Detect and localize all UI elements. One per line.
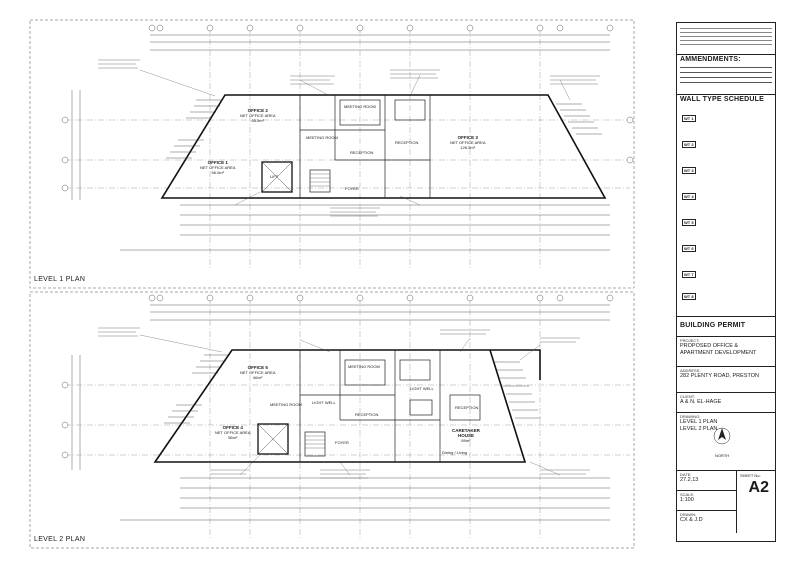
drawing-section: DRAWING: LEVEL 1 PLAN LEVEL 2 PLAN NORTH bbox=[677, 413, 775, 471]
drawing-name-2: LEVEL 2 PLAN bbox=[680, 426, 718, 432]
wall-schedule-heading: WALL TYPE SCHEDULE bbox=[680, 96, 764, 103]
north-arrow-icon bbox=[713, 427, 731, 445]
level-2-interior bbox=[257, 350, 481, 462]
foyer-label: FOYER bbox=[345, 186, 359, 191]
dining-living-label: Dining / Living bbox=[442, 450, 468, 455]
foyer-l2-label: FOYER bbox=[335, 440, 349, 445]
lift-label: LIFT bbox=[270, 174, 279, 179]
sheet-number: A2 bbox=[748, 479, 769, 496]
client-value: A & N. EL-HAGE bbox=[680, 399, 722, 405]
level-2-walls bbox=[153, 349, 541, 463]
light-well-label: LIGHT WELL bbox=[312, 400, 336, 405]
client-section: CLIENT: A & N. EL-HAGE bbox=[677, 393, 775, 413]
wall-type-tag: WT 6 bbox=[682, 245, 696, 252]
amendments-section: AMMENDMENTS: bbox=[677, 55, 775, 95]
level-1-gridlines bbox=[65, 28, 630, 270]
address-value: 282 PLENTY ROAD, PRESTON bbox=[680, 373, 759, 379]
level-1-leaders bbox=[139, 69, 571, 206]
meeting-room-l2-2-label: MEETING ROOM bbox=[348, 364, 380, 369]
wall-type-tag: WT 3 bbox=[682, 167, 696, 174]
wall-type-tag: WT 8 bbox=[682, 293, 696, 300]
drawn-value: CX & J.D bbox=[680, 517, 703, 523]
level-1-hatching bbox=[166, 99, 602, 159]
reception-l2-label: RECEPTION bbox=[355, 412, 379, 417]
wall-type-tag: WT 2 bbox=[682, 141, 696, 148]
annotation-lines bbox=[98, 59, 600, 479]
level-1-plan-title: LEVEL 1 PLAN bbox=[34, 276, 86, 283]
level-1-grid-bubbles bbox=[61, 24, 634, 192]
level-2-frame bbox=[29, 291, 635, 549]
sheet-info-section: DATE: 27.2.13 SCALE: 1:100 DRAWN: CX & J… bbox=[677, 471, 775, 533]
title-block: AMMENDMENTS: WALL TYPE SCHEDULE WT 1 WT … bbox=[676, 22, 776, 542]
light-well-2-label: LIGHT WELL bbox=[410, 386, 434, 391]
date-value: 27.2.13 bbox=[680, 477, 699, 483]
level-2-dimensions bbox=[71, 304, 610, 521]
reception-l2-2-label: RECEPTION bbox=[455, 405, 479, 410]
project-section: PROJECT: PROPOSED OFFICE & APARTMENT DEV… bbox=[677, 337, 775, 367]
wall-type-tag: WT 7 bbox=[682, 271, 696, 278]
meeting-room-label: MEETING ROOM bbox=[306, 135, 338, 140]
level-2-leaders bbox=[139, 334, 561, 476]
level-1-interior bbox=[261, 95, 431, 198]
level-2-gridlines bbox=[65, 298, 630, 540]
level-2-plan-title: LEVEL 2 PLAN bbox=[34, 536, 86, 543]
level-1-dimensions bbox=[71, 34, 610, 251]
reception-label: RECEPTION bbox=[350, 150, 374, 155]
wall-type-tag: WT 4 bbox=[682, 193, 696, 200]
general-notes bbox=[677, 23, 775, 55]
address-section: ADDRESS: 282 PLENTY ROAD, PRESTON bbox=[677, 367, 775, 393]
project-name: PROPOSED OFFICE & APARTMENT DEVELOPMENT bbox=[680, 343, 757, 356]
amendments-heading: AMMENDMENTS: bbox=[680, 56, 741, 63]
wall-type-tag: WT 1 bbox=[682, 115, 696, 122]
scale-value: 1:100 bbox=[680, 497, 694, 503]
wall-type-schedule: WALL TYPE SCHEDULE WT 1 WT 2 WT 3 WT 4 W… bbox=[677, 95, 775, 317]
stage-label: BUILDING PERMIT bbox=[680, 322, 746, 329]
level-2-grid-bubbles bbox=[61, 294, 614, 459]
level-1-walls bbox=[160, 94, 607, 199]
level-2-hatching bbox=[164, 354, 541, 424]
drawing-name-1: LEVEL 1 PLAN bbox=[680, 419, 718, 425]
stage-section: BUILDING PERMIT bbox=[677, 317, 775, 337]
north-label: NORTH bbox=[715, 453, 730, 458]
meeting-room-2-label: MEETING ROOM bbox=[344, 104, 376, 109]
meeting-room-l2-label: MEETING ROOM bbox=[270, 402, 302, 407]
level-1-frame bbox=[29, 19, 635, 289]
wall-type-tag: WT 5 bbox=[682, 219, 696, 226]
reception-2-label: RECEPTION bbox=[395, 140, 419, 145]
